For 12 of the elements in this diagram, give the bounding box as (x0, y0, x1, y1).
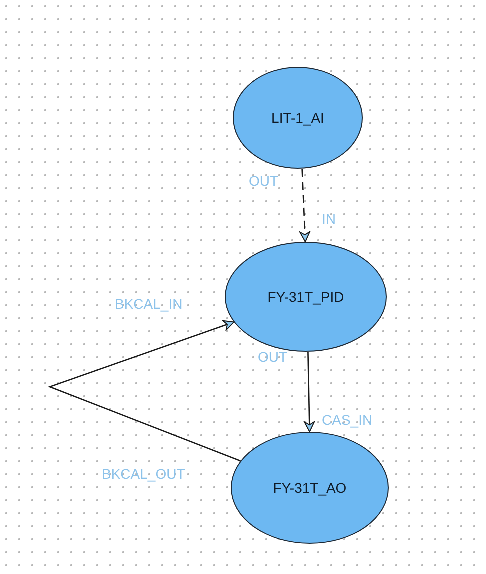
arrow (300, 168, 311, 242)
port-label: OUT (258, 348, 288, 366)
port-label: OUT (249, 172, 279, 190)
port-label: CAS_IN (322, 411, 373, 429)
node-label: LIT-1_AI (272, 108, 324, 128)
node-label: FY-31T_PID (268, 288, 344, 307)
port-label: BKCAL_OUT (102, 465, 186, 483)
port-label: BKCAL_IN (115, 295, 183, 313)
arrow (48, 320, 241, 462)
arrow (304, 352, 316, 432)
node-label: FY-31T_AO (273, 478, 347, 498)
port-label: IN (322, 210, 336, 228)
